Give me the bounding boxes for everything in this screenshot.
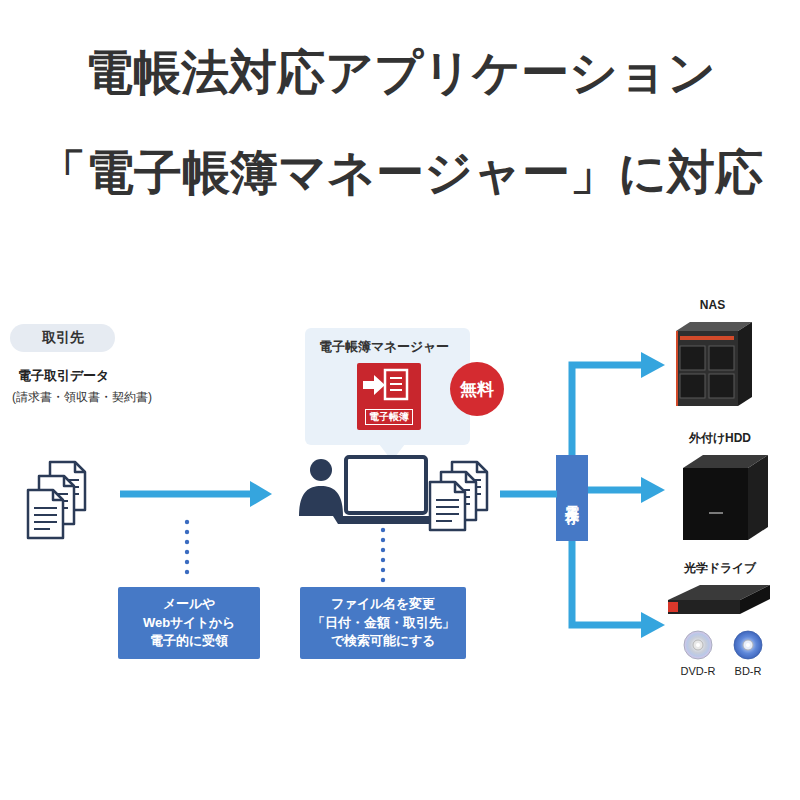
app-icon-glyph xyxy=(363,370,407,399)
flow-arrow xyxy=(120,481,272,507)
free-badge: 無料 xyxy=(450,362,504,416)
dvd-disc xyxy=(684,631,712,659)
step-box: ファイル名を変更 「日付・金額・取引先」 で検索可能にする xyxy=(300,587,466,659)
callout-pointer xyxy=(379,444,405,461)
diagram-title: 電帳法対応アプリケーション 「電子帳簿マネージャー」に対応 xyxy=(10,23,790,223)
bd-disc xyxy=(734,631,762,659)
hdd-device xyxy=(683,455,768,540)
user-icon xyxy=(299,459,343,516)
document-stack xyxy=(28,462,85,538)
flow-arrow xyxy=(588,487,651,494)
flow-arrow xyxy=(572,365,651,455)
node-text: 電子帳簿 xyxy=(365,409,413,425)
node-text: 光学ドライブ xyxy=(684,560,756,577)
label-text: (請求書・領収書・契約書) xyxy=(12,389,242,406)
laptop-icon xyxy=(333,457,439,524)
device-node: 光学ドライブ xyxy=(665,560,775,685)
device-node: NAS xyxy=(665,298,760,408)
media-label: DVD-R xyxy=(673,665,723,677)
node-text: 無料 xyxy=(460,378,494,401)
node-text: 外付けHDD xyxy=(689,430,751,447)
flow-arrow xyxy=(572,541,651,625)
app-callout: 電子帳簿マネージャー電子帳簿 xyxy=(305,328,470,445)
node-text: 取引先 xyxy=(42,329,84,347)
flow-line xyxy=(500,491,557,498)
leader-dots xyxy=(185,520,385,582)
app-icon: 電子帳簿 xyxy=(357,363,421,430)
nas-device xyxy=(676,322,752,406)
node-text: メールや Webサイトから 電子的に受領 xyxy=(124,595,254,652)
step-box: メールや Webサイトから 電子的に受領 xyxy=(118,587,260,659)
partner-pill: 取引先 xyxy=(10,324,115,352)
node-text: 電子帳簿マネージャー xyxy=(319,339,449,356)
node-text: NAS xyxy=(700,298,725,312)
node-text: ファイル名を変更 「日付・金額・取引先」 で検索可能にする xyxy=(306,595,460,652)
label-text: 電子取引データ xyxy=(18,367,218,385)
storage-box: 電子保存 xyxy=(556,455,588,541)
media-label: BD-R xyxy=(723,665,773,677)
document-stack xyxy=(430,462,487,530)
device-node: 外付けHDD xyxy=(665,430,775,542)
optical-drive xyxy=(668,585,770,614)
badge-circle-shape xyxy=(450,362,504,416)
node-text: 電子保存 xyxy=(563,494,581,502)
